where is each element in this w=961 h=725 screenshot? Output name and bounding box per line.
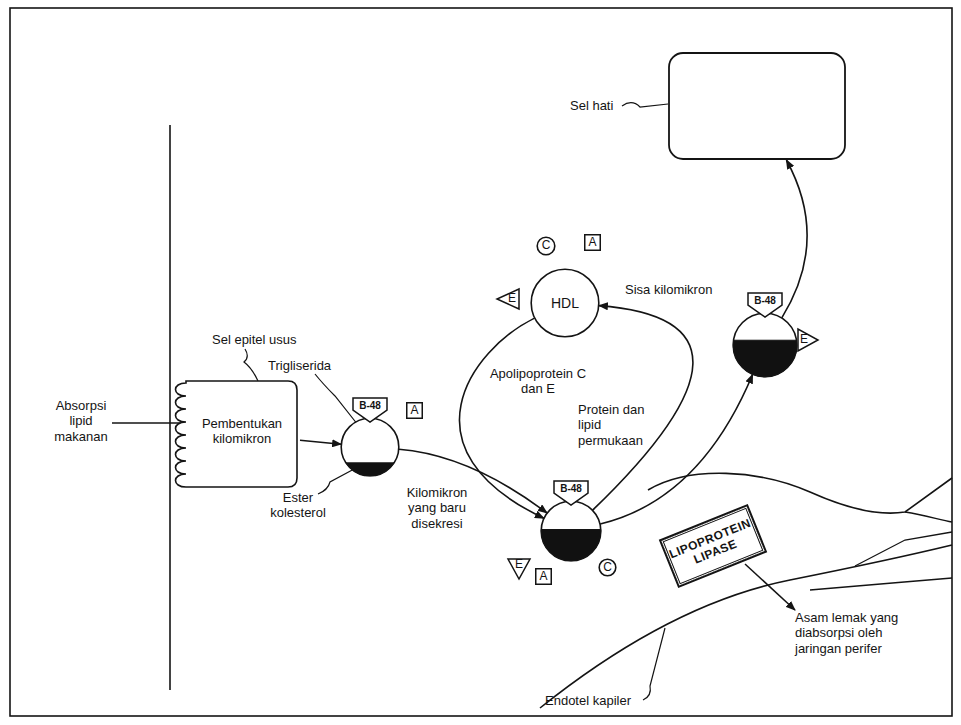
apob48-cap: B-48 [553, 480, 589, 506]
flow-arrow [782, 160, 807, 318]
apoe-triangle: E [797, 328, 819, 352]
node-label: E [507, 558, 531, 580]
fatty-acid-arrow [745, 564, 795, 610]
flow-arrow [459, 318, 543, 518]
edge-label: Apolipoprotein C dan E [488, 366, 588, 397]
apoc-circle: C [598, 558, 617, 577]
leader-line [315, 374, 358, 425]
apoprotein-square [585, 235, 601, 251]
hdl-particle: HDL [530, 268, 600, 338]
annotation-label: Asam lemak yang diabsorpsi oleh jaringan… [795, 610, 915, 656]
apoa-square: A [406, 402, 423, 419]
annotation-label: Endotel kapiler [545, 693, 655, 708]
node-label: Pembentukan kilomikron [194, 416, 290, 447]
cell-outline [669, 53, 845, 159]
capillary-wall [855, 532, 952, 566]
apoprotein-cap [353, 398, 387, 422]
chylomicron-particle: B-48 [540, 500, 602, 562]
node-label: C [536, 236, 556, 256]
apoprotein-square [407, 403, 423, 419]
node-label: A [584, 234, 601, 251]
capillary-wall [905, 512, 952, 522]
cholesterol-ester-core [346, 463, 394, 476]
apoprotein-square [536, 569, 552, 585]
shape-outline [732, 312, 798, 378]
cholesterol-ester-core [733, 340, 797, 377]
node-label: E [496, 288, 520, 310]
leader-line [318, 468, 356, 494]
capillary-wall [648, 473, 952, 513]
apoa-square: A [535, 568, 552, 585]
particle-outline [733, 313, 797, 377]
node-label: A [406, 402, 423, 419]
leader-line [244, 349, 258, 381]
particle-outline [341, 418, 399, 476]
apoprotein-triangle [798, 329, 818, 351]
leader-line [622, 103, 668, 107]
annotation-label: Trigliserida [268, 358, 348, 373]
apoc-circle: C [536, 236, 556, 256]
apoprotein-triangle [508, 559, 530, 579]
node-label: Sel hati [570, 98, 634, 113]
enzyme-box: LIPOPROTEIN LIPASE [659, 504, 767, 588]
particle-outline [541, 501, 601, 561]
epithelial-cell: Sel epitel ususPembentukan kilomikron [172, 378, 300, 490]
apob48-cap: B-48 [352, 397, 388, 423]
apoprotein-triangle [497, 289, 519, 309]
cell-outline [176, 381, 298, 487]
node-label: B-48 [747, 292, 783, 318]
leader-line [643, 628, 665, 700]
cholesterol-ester-core [541, 530, 601, 561]
annotation-label: Ester kolesterol [258, 490, 338, 521]
capillary-wall [810, 578, 952, 590]
node-label: E [797, 328, 819, 352]
shape-outline [540, 500, 602, 562]
liver-cell: Sel hati [668, 52, 846, 160]
node-label: Sel epitel usus [212, 332, 322, 347]
shape-outline [668, 52, 846, 160]
apoe-triangle: E [507, 558, 531, 580]
frame-border [10, 8, 952, 716]
node-label: LIPOPROTEIN LIPASE [661, 507, 764, 586]
flow-arrow [300, 440, 341, 444]
node-label: HDL [530, 268, 600, 338]
annotation-label: Absorpsi lipid makanan [48, 398, 114, 444]
node-label: B-48 [352, 397, 388, 423]
node-label: A [535, 568, 552, 585]
remnant-particle: Sisa kilomikronB-48 [732, 312, 798, 378]
lumen-boundary [169, 125, 171, 690]
node-label: B-48 [553, 480, 589, 506]
apob48-cap: B-48 [747, 292, 783, 318]
capillary-wall [540, 545, 952, 708]
edge-label: Protein dan lipid permukaan [578, 402, 660, 448]
apoprotein-cap [748, 293, 782, 317]
node-label: Kilomikron yang baru disekresi [392, 485, 482, 531]
chylomicron-particle: Kilomikron yang baru disekresiB-48 [340, 417, 400, 477]
apoa-square: A [584, 234, 601, 251]
apoprotein-cap [554, 481, 588, 505]
node-label: Sisa kilomikron [625, 282, 729, 297]
node-label: C [598, 558, 617, 577]
flow-arrow [600, 375, 752, 525]
apoe-triangle: E [496, 288, 520, 310]
shape-outline [340, 417, 400, 477]
